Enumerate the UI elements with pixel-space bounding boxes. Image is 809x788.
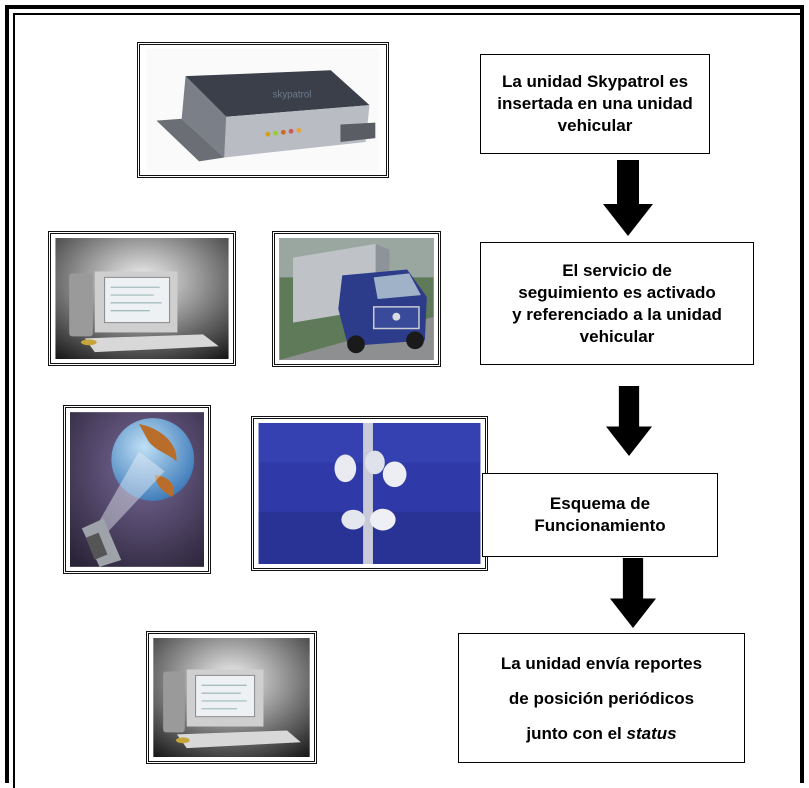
antenna-tower-image — [251, 416, 488, 571]
globe-satellite-phone-icon — [70, 412, 204, 567]
step-4-line-3-prefix: junto con el — [526, 723, 627, 743]
device-brand-label: skypatrol — [273, 89, 312, 100]
truck-icon — [279, 238, 434, 360]
step-4-line-2: de posición periódicos — [508, 688, 695, 708]
skypatrol-device-icon: skypatrol — [146, 49, 380, 171]
step-1-box: La unidad Skypatrol es insertada en una … — [480, 54, 710, 154]
outer-frame — [5, 5, 804, 783]
desktop-computer-image-1 — [48, 231, 236, 366]
step-4-box: La unidad envía reportes de posición per… — [458, 633, 745, 763]
step-4-status-word: status — [626, 723, 677, 743]
step-2-box: El servicio de seguimiento es activado y… — [480, 242, 754, 365]
desktop-computer-icon — [55, 238, 229, 359]
desktop-computer-image-2 — [146, 631, 317, 764]
down-arrow-icon — [603, 160, 653, 236]
step-3-text: Esquema de Funcionamiento — [534, 494, 666, 535]
step-2-text: El servicio de seguimiento es activado y… — [512, 260, 722, 346]
frame-inner-top — [13, 13, 804, 15]
down-arrow-icon — [609, 558, 657, 628]
antenna-tower-icon — [258, 423, 481, 564]
step-4-text: La unidad envía reportes de posición per… — [501, 646, 702, 751]
desktop-computer-icon — [153, 638, 310, 757]
skypatrol-device-image: skypatrol — [137, 42, 389, 178]
step-4-line-1: La unidad envía reportes — [500, 653, 703, 673]
step-4-line-3: junto con el status — [501, 716, 702, 751]
truck-image — [272, 231, 441, 367]
step-1-text: La unidad Skypatrol es insertada en una … — [497, 72, 693, 135]
step-3-box: Esquema de Funcionamiento — [482, 473, 718, 557]
globe-phone-image — [63, 405, 211, 574]
frame-inner-left — [13, 13, 15, 788]
down-arrow-icon — [605, 386, 653, 456]
